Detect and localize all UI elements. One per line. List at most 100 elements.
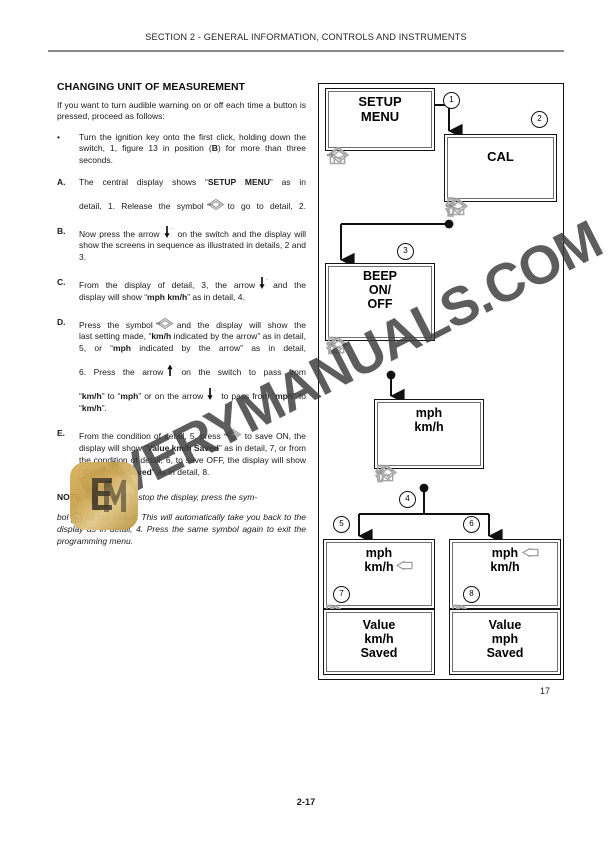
detail-badge-5: 5 bbox=[333, 516, 350, 533]
screen-line-1: SETUP bbox=[358, 94, 402, 109]
screen-line-1: mph bbox=[491, 546, 519, 560]
step-d-mph: mph bbox=[113, 343, 131, 354]
step-a-letter: A. bbox=[57, 177, 66, 188]
screen-line-2: km/h bbox=[364, 560, 394, 574]
step-c-line1: From the display of detail, 3, the arrow… bbox=[79, 277, 306, 292]
diagram-canvas: SETUP MENU 1 CAL bbox=[319, 84, 563, 679]
page-title: CHANGING UNIT OF MEASUREMENT bbox=[57, 82, 246, 93]
step-d-line2: last setting made, “km/h indicated by th… bbox=[79, 331, 306, 355]
screen-setup-menu-text: SETUP MENU bbox=[326, 94, 434, 124]
screen-value-mph-saved: Value mph Saved bbox=[449, 609, 561, 675]
screen-cal-text: CAL bbox=[445, 149, 556, 164]
note-block: NOTE: If you want to stop the display, p… bbox=[57, 492, 306, 548]
step-c-line1-b: and the bbox=[273, 280, 306, 291]
screen-line-2: MENU bbox=[360, 108, 400, 124]
instructions-column: CHANGING UNIT OF MEASUREMENT If you want… bbox=[57, 82, 306, 548]
step-d-line4-mph2: mph bbox=[275, 390, 294, 401]
junction-dot bbox=[419, 483, 429, 493]
step-e-letter: E. bbox=[57, 428, 66, 439]
step-e-line1-f: ” as in detail, 8. bbox=[151, 466, 210, 477]
figure-number: 17 bbox=[540, 686, 551, 696]
screen-mph-kmh: mph km/h bbox=[374, 399, 484, 483]
junction-dot bbox=[444, 219, 454, 229]
step-b-line1-a: Now press the arrow bbox=[79, 228, 160, 239]
step-b-letter: B. bbox=[57, 225, 66, 236]
screen-inner-border bbox=[328, 266, 432, 338]
bullet-text-part1: Turn the ignition key onto the first cli… bbox=[79, 131, 306, 154]
bullet-text-part2: ) for more than three seconds. bbox=[79, 143, 306, 165]
step-d-line2-a: last setting made, “ bbox=[79, 331, 152, 342]
step-d-line4-mph: mph bbox=[120, 390, 139, 401]
detail-badge-1: 1 bbox=[443, 92, 460, 109]
step-d-line4-e: ” or on the arrow bbox=[138, 390, 204, 401]
note-text-c: on the switch. This will automatically t… bbox=[57, 512, 306, 546]
svg-text:'': '' bbox=[174, 365, 176, 370]
detail-badge-3: 3 bbox=[397, 243, 414, 260]
bullet-text: Turn the ignition key onto the first cli… bbox=[79, 132, 306, 166]
svg-text:'': '' bbox=[171, 226, 173, 231]
screen-line-1: Value bbox=[362, 618, 396, 632]
step-c-line2: display will show “mph km/h” as in detai… bbox=[79, 292, 306, 304]
step-d-line2-c: indicated by the arrow” as in detail, 5,… bbox=[79, 331, 307, 354]
bullet-item: • Turn the ignition key onto the first c… bbox=[57, 132, 306, 166]
step-c-body: From the display of detail, 3, the arrow… bbox=[79, 277, 306, 304]
header-rule bbox=[48, 50, 564, 52]
screen-kmh-selected: mph km/h bbox=[323, 539, 435, 623]
home-icon bbox=[69, 511, 84, 523]
flow-diagram: SETUP MENU 1 CAL bbox=[318, 83, 564, 680]
step-d-line3: 6. Press the arrow''on the switch to pas… bbox=[79, 364, 306, 379]
step-e-line1-b: to save ON, the display will show “ bbox=[79, 431, 306, 454]
step-e-line1-a: From the condition of detail, 5, press bbox=[79, 431, 221, 442]
screen-inner-border bbox=[326, 542, 432, 606]
step-d-line1-a: Press the symbol bbox=[79, 319, 153, 330]
screen-inner-border bbox=[452, 542, 558, 606]
svg-text:'': '' bbox=[266, 278, 268, 283]
arrow-down-icon: '' bbox=[162, 225, 176, 239]
step-a-line2-b: to go to detail, 2. bbox=[227, 200, 306, 211]
symbol-diamond-icon bbox=[155, 317, 175, 330]
step-d-line4: “km/h” to “mph” or on the arrow''to pass… bbox=[79, 387, 306, 415]
step-e-value-kmh-saved: Value km/h Saved bbox=[147, 443, 219, 454]
step-d-line4-c: ” to “ bbox=[101, 390, 121, 401]
step-a-line1: The central display shows “SETUP MENU” a… bbox=[79, 177, 306, 189]
screen-inner-border bbox=[377, 402, 481, 466]
screen-line-3: Saved bbox=[486, 646, 524, 660]
arrow-down-icon: '' bbox=[205, 387, 219, 401]
screen-inner-border bbox=[326, 612, 432, 672]
step-c: C. From the display of detail, 3, the ar… bbox=[57, 277, 306, 304]
detail-badge-2: 2 bbox=[531, 111, 548, 128]
screen-inner-border bbox=[328, 91, 432, 148]
note-text-b: bol bbox=[57, 512, 69, 523]
page-header: SECTION 2 - GENERAL INFORMATION, CONTROL… bbox=[48, 32, 564, 42]
selection-arrow-icon bbox=[522, 548, 539, 557]
screen-mph-kmh-text: mph km/h bbox=[375, 406, 483, 434]
step-d-line4-kmh: km/h bbox=[81, 390, 102, 401]
arrow-up-icon: '' bbox=[165, 364, 179, 377]
detail-badge-4: 4 bbox=[399, 491, 416, 508]
screen-line-2: ON/ bbox=[368, 283, 392, 297]
note-label: NOTE bbox=[57, 491, 81, 502]
step-b-body: Now press the arrow''on the switch and t… bbox=[79, 225, 306, 264]
step-a: A. The central display shows “SETUP MENU… bbox=[57, 177, 306, 213]
note-text-a: : If you want to stop the display, press… bbox=[80, 491, 258, 502]
screen-kmh-selected-text: mph km/h bbox=[324, 546, 434, 574]
step-d-line2-e: indicated by the arrow” as in detail, bbox=[130, 343, 306, 354]
screen-line-2: km/h bbox=[490, 560, 520, 574]
step-a-line1-c: ” as in bbox=[269, 177, 306, 188]
step-d-line4-h: ” to “ bbox=[79, 390, 306, 413]
step-b: B. Now press the arrow''on the switch an… bbox=[57, 225, 306, 264]
step-d-line4-kmh2: km/h bbox=[81, 402, 102, 413]
screen-line-2: km/h bbox=[414, 420, 444, 434]
page-number: 2-17 bbox=[296, 797, 316, 807]
junction-dot bbox=[386, 370, 396, 380]
step-c-line2-a: display will show “ bbox=[79, 291, 148, 302]
step-d-line1-b: and the display will show the bbox=[176, 319, 306, 330]
step-d-line1: Press the symbol and the display will sho… bbox=[79, 317, 306, 332]
step-a-body: The central display shows “SETUP MENU” a… bbox=[79, 177, 306, 213]
step-d-line4-a: “ bbox=[79, 390, 82, 401]
step-d-line4-f: to pass from “ bbox=[221, 390, 276, 401]
screen-line-1: Value bbox=[488, 618, 522, 632]
